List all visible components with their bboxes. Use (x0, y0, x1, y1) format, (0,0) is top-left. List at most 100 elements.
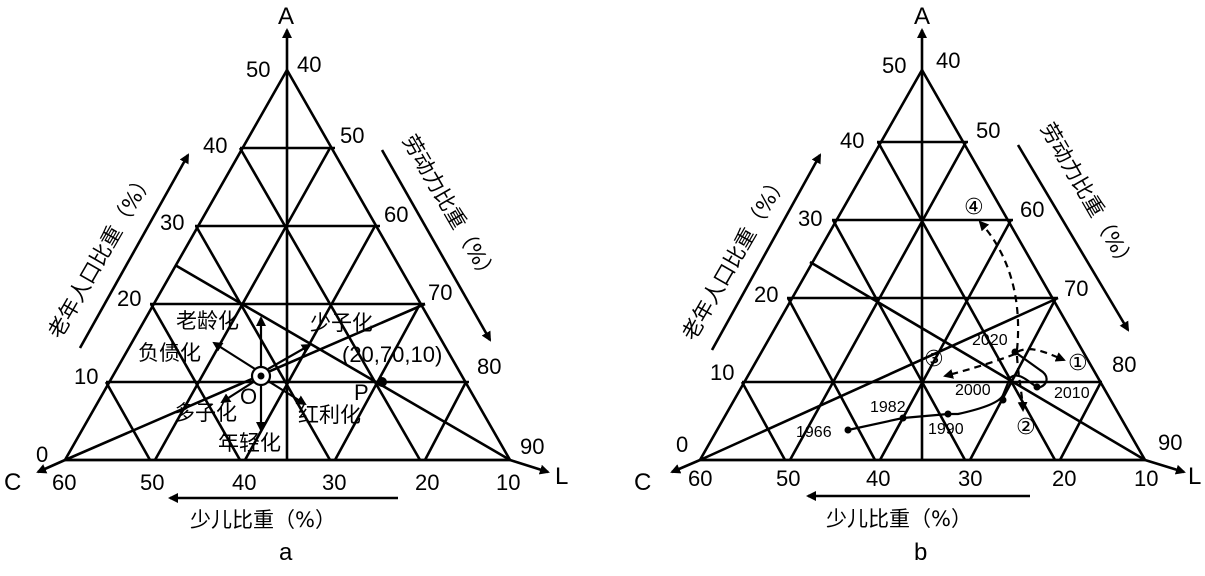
axis-a-label-b: A (914, 3, 930, 30)
bottom-tick-b-40: 40 (866, 466, 890, 491)
point-p-dot (377, 377, 387, 387)
left-tick-a-10: 10 (74, 364, 98, 389)
point-o-dot (257, 372, 265, 380)
axis-c-label-b: C (634, 469, 651, 496)
bottom-tick-a-30: 30 (322, 470, 346, 495)
left-tick-b-10: 10 (710, 360, 734, 385)
right-tick-a-60: 60 (384, 202, 408, 227)
marker-3: ③ (924, 346, 944, 371)
year-1982: 1982 (870, 399, 906, 416)
dashed-arrow-2 (1015, 355, 1028, 412)
left-tick-b-30: 30 (798, 206, 822, 231)
point-1982 (899, 414, 907, 422)
bottom-tick-b-20: 20 (1052, 466, 1076, 491)
bottom-tick-a-60: 60 (52, 470, 76, 495)
point-2000 (999, 396, 1007, 404)
point-1990 (944, 410, 952, 418)
marker-1: ① (1068, 350, 1088, 375)
left-tick-a-0: 0 (36, 442, 48, 467)
right-tick-a-40: 40 (297, 52, 321, 77)
trajectory-line (847, 351, 1048, 432)
year-2000: 2000 (955, 382, 991, 399)
right-tick-b-40: 40 (936, 48, 960, 73)
dividend-arrow (267, 380, 307, 406)
left-tick-a-30: 30 (160, 210, 184, 235)
axis-l-label-b: L (1188, 463, 1201, 490)
label-fewer-children: 少子化 (310, 311, 373, 335)
year-1966: 1966 (796, 424, 832, 441)
right-tick-b-60: 60 (1020, 197, 1044, 222)
left-title-arrow-a (78, 153, 190, 349)
bottom-tick-a-50: 50 (140, 470, 164, 495)
axis-l-arrow-b (1144, 458, 1186, 475)
left-tick-b-20: 20 (754, 282, 778, 307)
label-younger: 年轻化 (218, 431, 281, 455)
bottom-tick-a-40: 40 (232, 470, 256, 495)
label-aging: 老龄化 (176, 309, 239, 333)
left-tick-a-40: 40 (203, 133, 227, 158)
bottom-tick-a-20: 20 (415, 470, 439, 495)
label-coords: (20,70,10) (342, 342, 442, 367)
bottom-tick-b-10: 10 (1134, 466, 1158, 491)
label-point-o: O (240, 384, 257, 409)
ternary-diagram-a (36, 28, 550, 503)
bottom-tick-b-30: 30 (958, 466, 982, 491)
point-2010 (1033, 383, 1041, 391)
bottom-title-a: 少儿比重（%） (190, 508, 336, 532)
right-tick-b-70: 70 (1064, 276, 1088, 301)
left-edge-title-b: 老年人口比重（%） (678, 170, 793, 345)
dashed-arrow-4 (978, 220, 1020, 351)
dashed-arrow-3 (943, 352, 1016, 379)
axis-c-arrow-a (36, 458, 66, 474)
year-2020: 2020 (972, 332, 1008, 349)
fewer-children-arrow (267, 344, 312, 370)
right-edge-title-a: 劳动力比重（%） (398, 131, 502, 288)
ternary-diagram-b (670, 28, 1186, 501)
future-arrows (943, 220, 1066, 412)
label-debt: 负债化 (138, 341, 201, 365)
left-tick-b-50: 50 (882, 53, 906, 78)
left-tick-b-40: 40 (840, 128, 864, 153)
caption-a: a (279, 539, 293, 566)
labels-b: A C L 0 10 20 30 40 50 40 50 60 70 80 90… (634, 3, 1201, 566)
bottom-tick-a-10: 10 (496, 470, 520, 495)
axis-l-arrow-a (509, 458, 550, 475)
left-tick-b-0: 0 (676, 432, 688, 457)
marker-4: ④ (964, 194, 984, 219)
grid-a (62, 67, 513, 462)
grid-b (697, 67, 1148, 462)
right-title-arrow-b (1016, 144, 1130, 332)
right-tick-a-80: 80 (477, 354, 501, 379)
axis-a-label-a: A (278, 3, 294, 30)
point-1966 (844, 426, 852, 434)
right-title-arrow-a (380, 149, 492, 342)
bottom-tick-b-50: 50 (776, 466, 800, 491)
bottom-title-b: 少儿比重（%） (826, 507, 972, 531)
right-tick-b-90: 90 (1158, 430, 1182, 455)
axis-c-label-a: C (4, 469, 21, 496)
right-edge-title-b: 劳动力比重（%） (1036, 119, 1140, 276)
right-tick-a-70: 70 (428, 280, 452, 305)
year-1990: 1990 (928, 421, 964, 438)
right-tick-a-90: 90 (520, 434, 544, 459)
axis-l-label-a: L (555, 463, 568, 490)
bottom-tick-b-60: 60 (688, 466, 712, 491)
label-point-p: P (354, 380, 369, 405)
left-title-arrow-b (710, 153, 822, 351)
right-tick-b-50: 50 (976, 118, 1000, 143)
left-tick-a-50: 50 (246, 57, 270, 82)
left-edge-title-a: 老年人口比重（%） (44, 168, 159, 343)
year-2010: 2010 (1054, 385, 1090, 402)
caption-b: b (914, 539, 927, 566)
dashed-arrow-1 (1016, 348, 1066, 362)
axis-c-arrow-b (670, 458, 701, 474)
left-tick-a-20: 20 (117, 286, 141, 311)
more-children-arrow (220, 380, 256, 404)
right-tick-b-80: 80 (1112, 352, 1136, 377)
right-tick-a-50: 50 (340, 123, 364, 148)
debt-arrow (212, 341, 256, 370)
label-more-children: 多子化 (174, 401, 237, 425)
label-dividend: 红利化 (298, 403, 361, 427)
